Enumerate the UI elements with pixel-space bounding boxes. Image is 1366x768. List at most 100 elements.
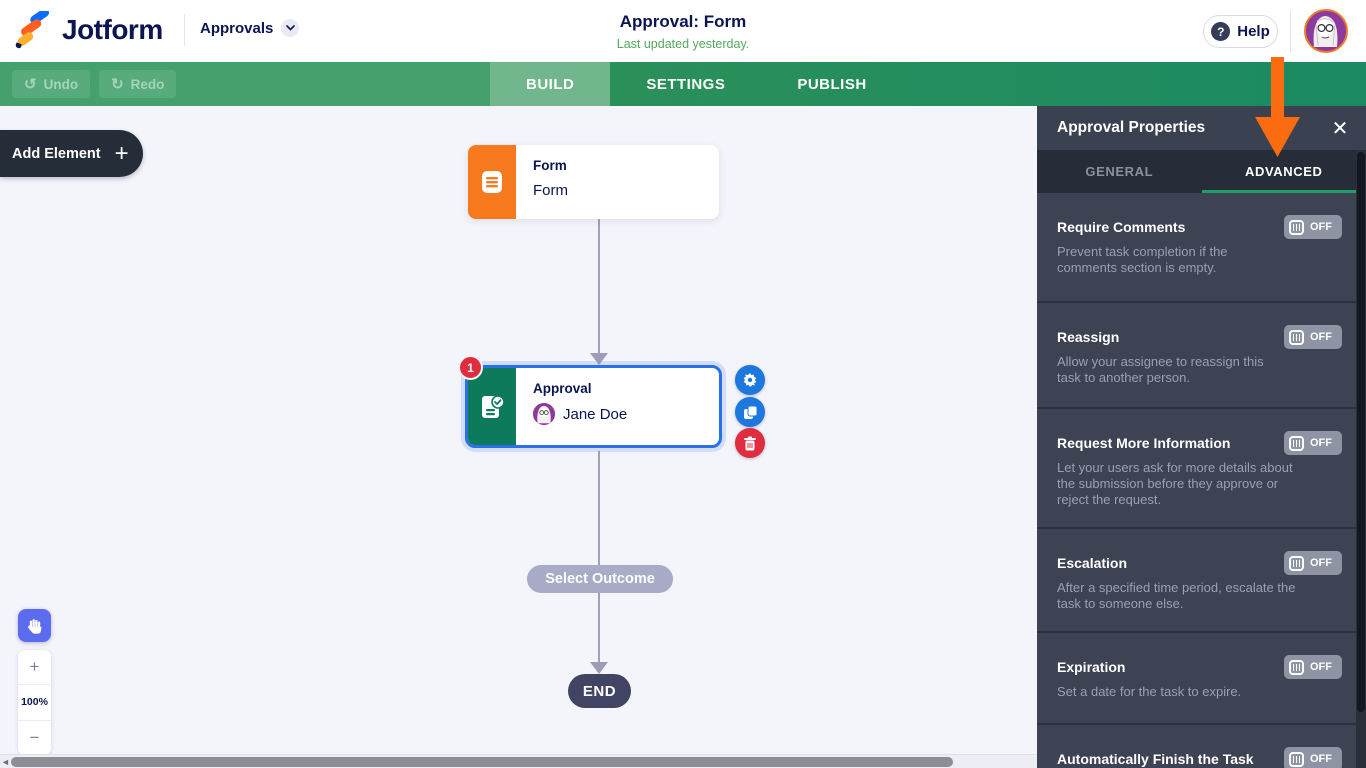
builder-toolbar: ↺ Undo ↻ Redo BUILD SETTINGS PUBLISH — [0, 62, 1366, 106]
tab-settings[interactable]: SETTINGS — [646, 75, 726, 93]
form-node-iconblock — [468, 145, 516, 219]
panel-title: Approval Properties — [1057, 119, 1206, 136]
option-title: Automatically Finish the Task — [1057, 751, 1254, 767]
approval-properties-panel: Approval Properties ✕ GENERAL ADVANCED R… — [1037, 106, 1366, 768]
approvals-dropdown[interactable]: Approvals — [200, 19, 300, 37]
option-title: Require Comments — [1057, 219, 1186, 235]
toggle-state: OFF — [1310, 221, 1332, 233]
jotform-logo-icon — [15, 11, 49, 49]
request-more-information-toggle[interactable]: OFF — [1284, 431, 1342, 455]
redo-icon: ↻ — [111, 76, 124, 93]
toggle-state: OFF — [1310, 331, 1332, 343]
connector-line — [598, 593, 600, 663]
redo-label: Redo — [130, 76, 165, 92]
toggle-state: OFF — [1310, 661, 1332, 673]
assignee-avatar — [533, 403, 555, 425]
workflow-canvas[interactable]: Add Element + Form Form 1 — [0, 106, 1037, 768]
horizontal-scrollbar-thumb[interactable] — [11, 757, 953, 767]
form-node[interactable]: Form Form — [468, 145, 719, 219]
option-title: Escalation — [1057, 555, 1128, 571]
node-settings-button[interactable] — [735, 365, 765, 395]
close-icon[interactable]: ✕ — [1331, 117, 1349, 140]
option-require-comments: Require Comments Prevent task completion… — [1037, 193, 1356, 303]
pan-tool-button[interactable] — [18, 609, 51, 642]
document-title-block: Approval: Form Last updated yesterday. — [483, 12, 883, 51]
undo-icon: ↺ — [24, 76, 37, 93]
zoom-out-button[interactable]: − — [18, 719, 51, 755]
option-title: Expiration — [1057, 659, 1126, 675]
option-description: After a specified time period, escalate … — [1057, 580, 1296, 611]
form-icon — [482, 171, 502, 193]
horizontal-scrollbar[interactable]: ◄ — [0, 754, 1037, 768]
undo-button[interactable]: ↺ Undo — [12, 70, 91, 98]
approval-node-iconblock — [468, 368, 516, 445]
automatically-finish-the-task-toggle[interactable]: OFF — [1284, 747, 1342, 768]
approval-node-body: Approval Jane Doe — [516, 368, 719, 445]
option-expiration: Expiration Set a date for the task to ex… — [1037, 633, 1356, 725]
toggle-knob-icon — [1289, 435, 1304, 451]
zoom-controls: + 100% − — [18, 650, 51, 755]
help-label: Help — [1237, 23, 1270, 40]
scroll-left-arrow[interactable]: ◄ — [1, 757, 10, 767]
help-button[interactable]: ? Help — [1203, 15, 1278, 48]
tab-build[interactable]: BUILD — [490, 62, 611, 106]
panel-scrollbar[interactable] — [1356, 150, 1366, 768]
last-updated-status: Last updated yesterday. — [616, 37, 750, 51]
question-mark-icon: ? — [1211, 22, 1231, 41]
gear-icon — [743, 373, 757, 387]
connector-line — [598, 219, 600, 354]
panel-scrollbar-thumb[interactable] — [1357, 152, 1365, 712]
option-automatically-finish-the-task: Automatically Finish the Task OFF — [1037, 725, 1356, 768]
option-description: Set a date for the task to expire. — [1057, 684, 1242, 699]
chevron-down-icon — [281, 19, 300, 37]
option-title: Request More Information — [1057, 435, 1231, 451]
add-element-button[interactable]: Add Element + — [0, 130, 143, 177]
approval-node-title: Approval — [533, 381, 592, 396]
page-title: Approval: Form — [619, 12, 747, 31]
zoom-in-button[interactable]: + — [29, 657, 40, 677]
jotform-logo[interactable]: Jotform — [14, 11, 163, 49]
toggle-knob-icon — [1289, 329, 1304, 345]
undo-redo-section: ↺ Undo ↻ Redo — [0, 62, 490, 106]
option-request-more-information: Request More Information Let your users … — [1037, 409, 1356, 529]
undo-label: Undo — [43, 76, 79, 92]
option-escalation: Escalation After a specified time period… — [1037, 529, 1356, 633]
connector-line — [598, 451, 600, 565]
option-description: Allow your assignee to reassign this tas… — [1057, 354, 1264, 385]
node-duplicate-button[interactable] — [735, 397, 765, 427]
approval-icon — [482, 394, 505, 418]
builder-tabs: BUILD SETTINGS PUBLISH — [490, 62, 903, 106]
end-node: END — [568, 674, 631, 708]
user-avatar[interactable] — [1304, 9, 1348, 53]
form-node-subtitle: Form — [533, 182, 568, 199]
workspace-label: Approvals — [200, 19, 274, 37]
header-divider — [184, 14, 185, 46]
node-delete-button[interactable] — [735, 428, 765, 458]
duplicate-icon — [743, 405, 757, 419]
toggle-knob-icon — [1289, 555, 1304, 571]
tab-publish[interactable]: PUBLISH — [797, 75, 867, 93]
escalation-toggle[interactable]: OFF — [1284, 551, 1342, 575]
toggle-knob-icon — [1289, 219, 1304, 235]
expiration-toggle[interactable]: OFF — [1284, 655, 1342, 679]
panel-tabs: GENERAL ADVANCED — [1037, 150, 1366, 193]
approval-count-badge: 1 — [458, 355, 483, 380]
redo-button[interactable]: ↻ Redo — [99, 70, 177, 98]
add-element-label: Add Element — [12, 145, 101, 162]
panel-header: Approval Properties ✕ — [1037, 106, 1366, 150]
connector-arrowhead — [590, 662, 608, 674]
toggle-knob-icon — [1289, 751, 1304, 767]
option-description: Prevent task completion if the comments … — [1057, 244, 1228, 275]
header-divider — [1290, 10, 1291, 52]
reassign-toggle[interactable]: OFF — [1284, 325, 1342, 349]
tab-general[interactable]: GENERAL — [1085, 164, 1154, 179]
toggle-knob-icon — [1289, 659, 1304, 675]
approval-node[interactable]: Approval Jane Doe — [465, 365, 722, 448]
assignee-row: Jane Doe — [533, 403, 719, 425]
select-outcome-pill[interactable]: Select Outcome — [527, 565, 673, 593]
tab-advanced[interactable]: ADVANCED — [1201, 150, 1366, 193]
toggle-state: OFF — [1310, 753, 1332, 765]
form-node-title: Form — [533, 158, 567, 173]
require-comments-toggle[interactable]: OFF — [1284, 215, 1342, 239]
